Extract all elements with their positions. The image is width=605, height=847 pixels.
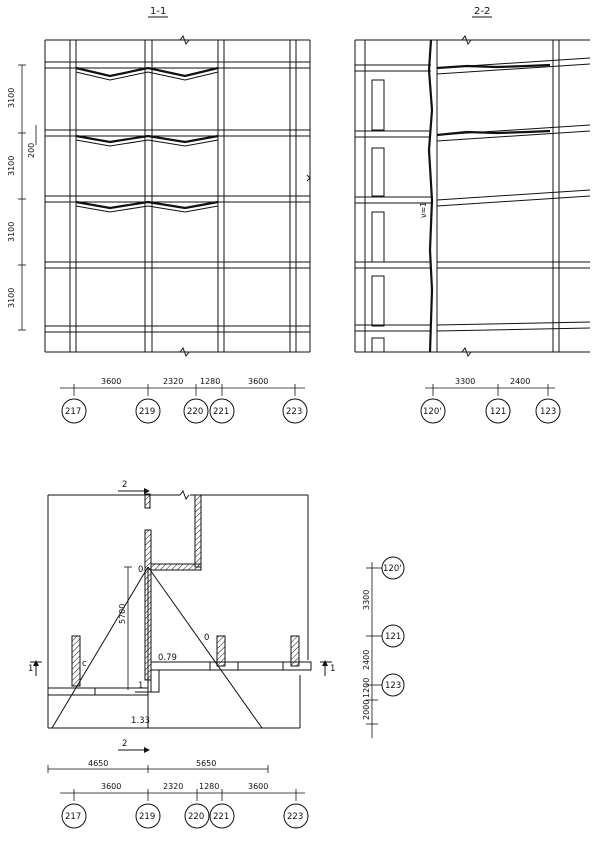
section-2-2-title: 2-2 [474, 6, 490, 17]
axis-220-plan: 220 [188, 812, 204, 822]
axis-121-plan: 121 [385, 632, 401, 642]
label-c: c [82, 659, 87, 669]
axis-221: 221 [213, 407, 229, 417]
axis-223-plan: 223 [287, 812, 303, 822]
story-height-1: 3100 [7, 88, 16, 108]
dim-3600-b: 3600 [248, 377, 268, 386]
axis-220: 220 [187, 407, 203, 417]
label-1: 1 [138, 681, 143, 691]
dim-1280: 1280 [200, 377, 220, 386]
axis-120p-plan: 120' [383, 564, 402, 574]
axis-121: 121 [490, 407, 506, 417]
bottom-dims-1: 3600 2320 1280 3600 [60, 377, 305, 396]
dim-1200-plan: 1200 [362, 678, 371, 698]
dim-5650: 5650 [196, 759, 216, 768]
gap-label: 200 [27, 143, 36, 158]
dim-3600-plan-a: 3600 [101, 782, 121, 791]
deformed-beams [75, 66, 219, 213]
dim-3300: 3300 [455, 377, 475, 386]
section-1-1-title: 1-1 [150, 6, 166, 17]
dim-4650: 4650 [88, 759, 108, 768]
plan-bottom-dims: 4650 5650 3600 2320 1280 3600 [47, 759, 305, 801]
plan-right-dims: 3300 2400 1200 2000 [362, 562, 383, 738]
cut-2-bottom-label: 2 [122, 739, 127, 749]
dim-3600-plan-b: 3600 [248, 782, 268, 791]
dim-3300-plan: 3300 [362, 590, 371, 610]
dim-5700: 5700 [118, 604, 127, 624]
bottom-dims-2: 3300 2400 [425, 377, 555, 396]
plan-view: 2 2 [28, 480, 405, 829]
frame-beams-1 [45, 61, 310, 333]
axis-217: 217 [65, 407, 81, 417]
frame-beams-2 [355, 64, 431, 332]
dim-2320: 2320 [163, 377, 183, 386]
plan-bottom-axes: 217 219 220 221 223 [61, 803, 309, 829]
dim-1280-plan: 1280 [199, 782, 219, 791]
axis-223: 223 [286, 407, 302, 417]
deflected-beams-2 [436, 57, 591, 332]
value-133: 1.33 [131, 716, 150, 726]
axis-123-plan: 123 [385, 681, 401, 691]
axis-219-plan: 219 [139, 812, 155, 822]
label-o-right: 0 [204, 633, 209, 643]
story-height-2: 3100 [7, 156, 16, 176]
axis-bubbles-1: 217 219 220 221 223 [61, 398, 308, 424]
axis-120p: 120' [423, 407, 442, 417]
dim-2320-plan: 2320 [163, 782, 183, 791]
dim-3600-a: 3600 [101, 377, 121, 386]
story-height-4: 3100 [7, 288, 16, 308]
dim-2000-plan: 2000 [362, 700, 371, 720]
cut-2-top-label: 2 [122, 480, 127, 490]
label-o-left: 0 [138, 565, 143, 575]
value-079: 0.79 [158, 653, 177, 663]
axis-217-plan: 217 [65, 812, 81, 822]
section-2-2: 2-2 [354, 6, 591, 424]
axis-219: 219 [139, 407, 155, 417]
plan-right-axes: 120' 121 123 [381, 556, 405, 697]
cut-1-right-label: 1 [330, 664, 335, 674]
story-height-3: 3100 [7, 222, 16, 242]
axis-bubbles-2: 120' 121 123 [420, 398, 561, 424]
dim-2400: 2400 [510, 377, 530, 386]
dim-2400-plan: 2400 [362, 650, 371, 670]
crack-label: ν≈1 [419, 202, 428, 218]
story-dimensions: 3100 3100 3100 3100 200 [7, 64, 37, 331]
axis-123: 123 [540, 407, 556, 417]
axis-221-plan: 221 [213, 812, 229, 822]
section-1-1: 1-1 [7, 6, 311, 424]
cut-1-left-label: 1 [28, 664, 33, 674]
